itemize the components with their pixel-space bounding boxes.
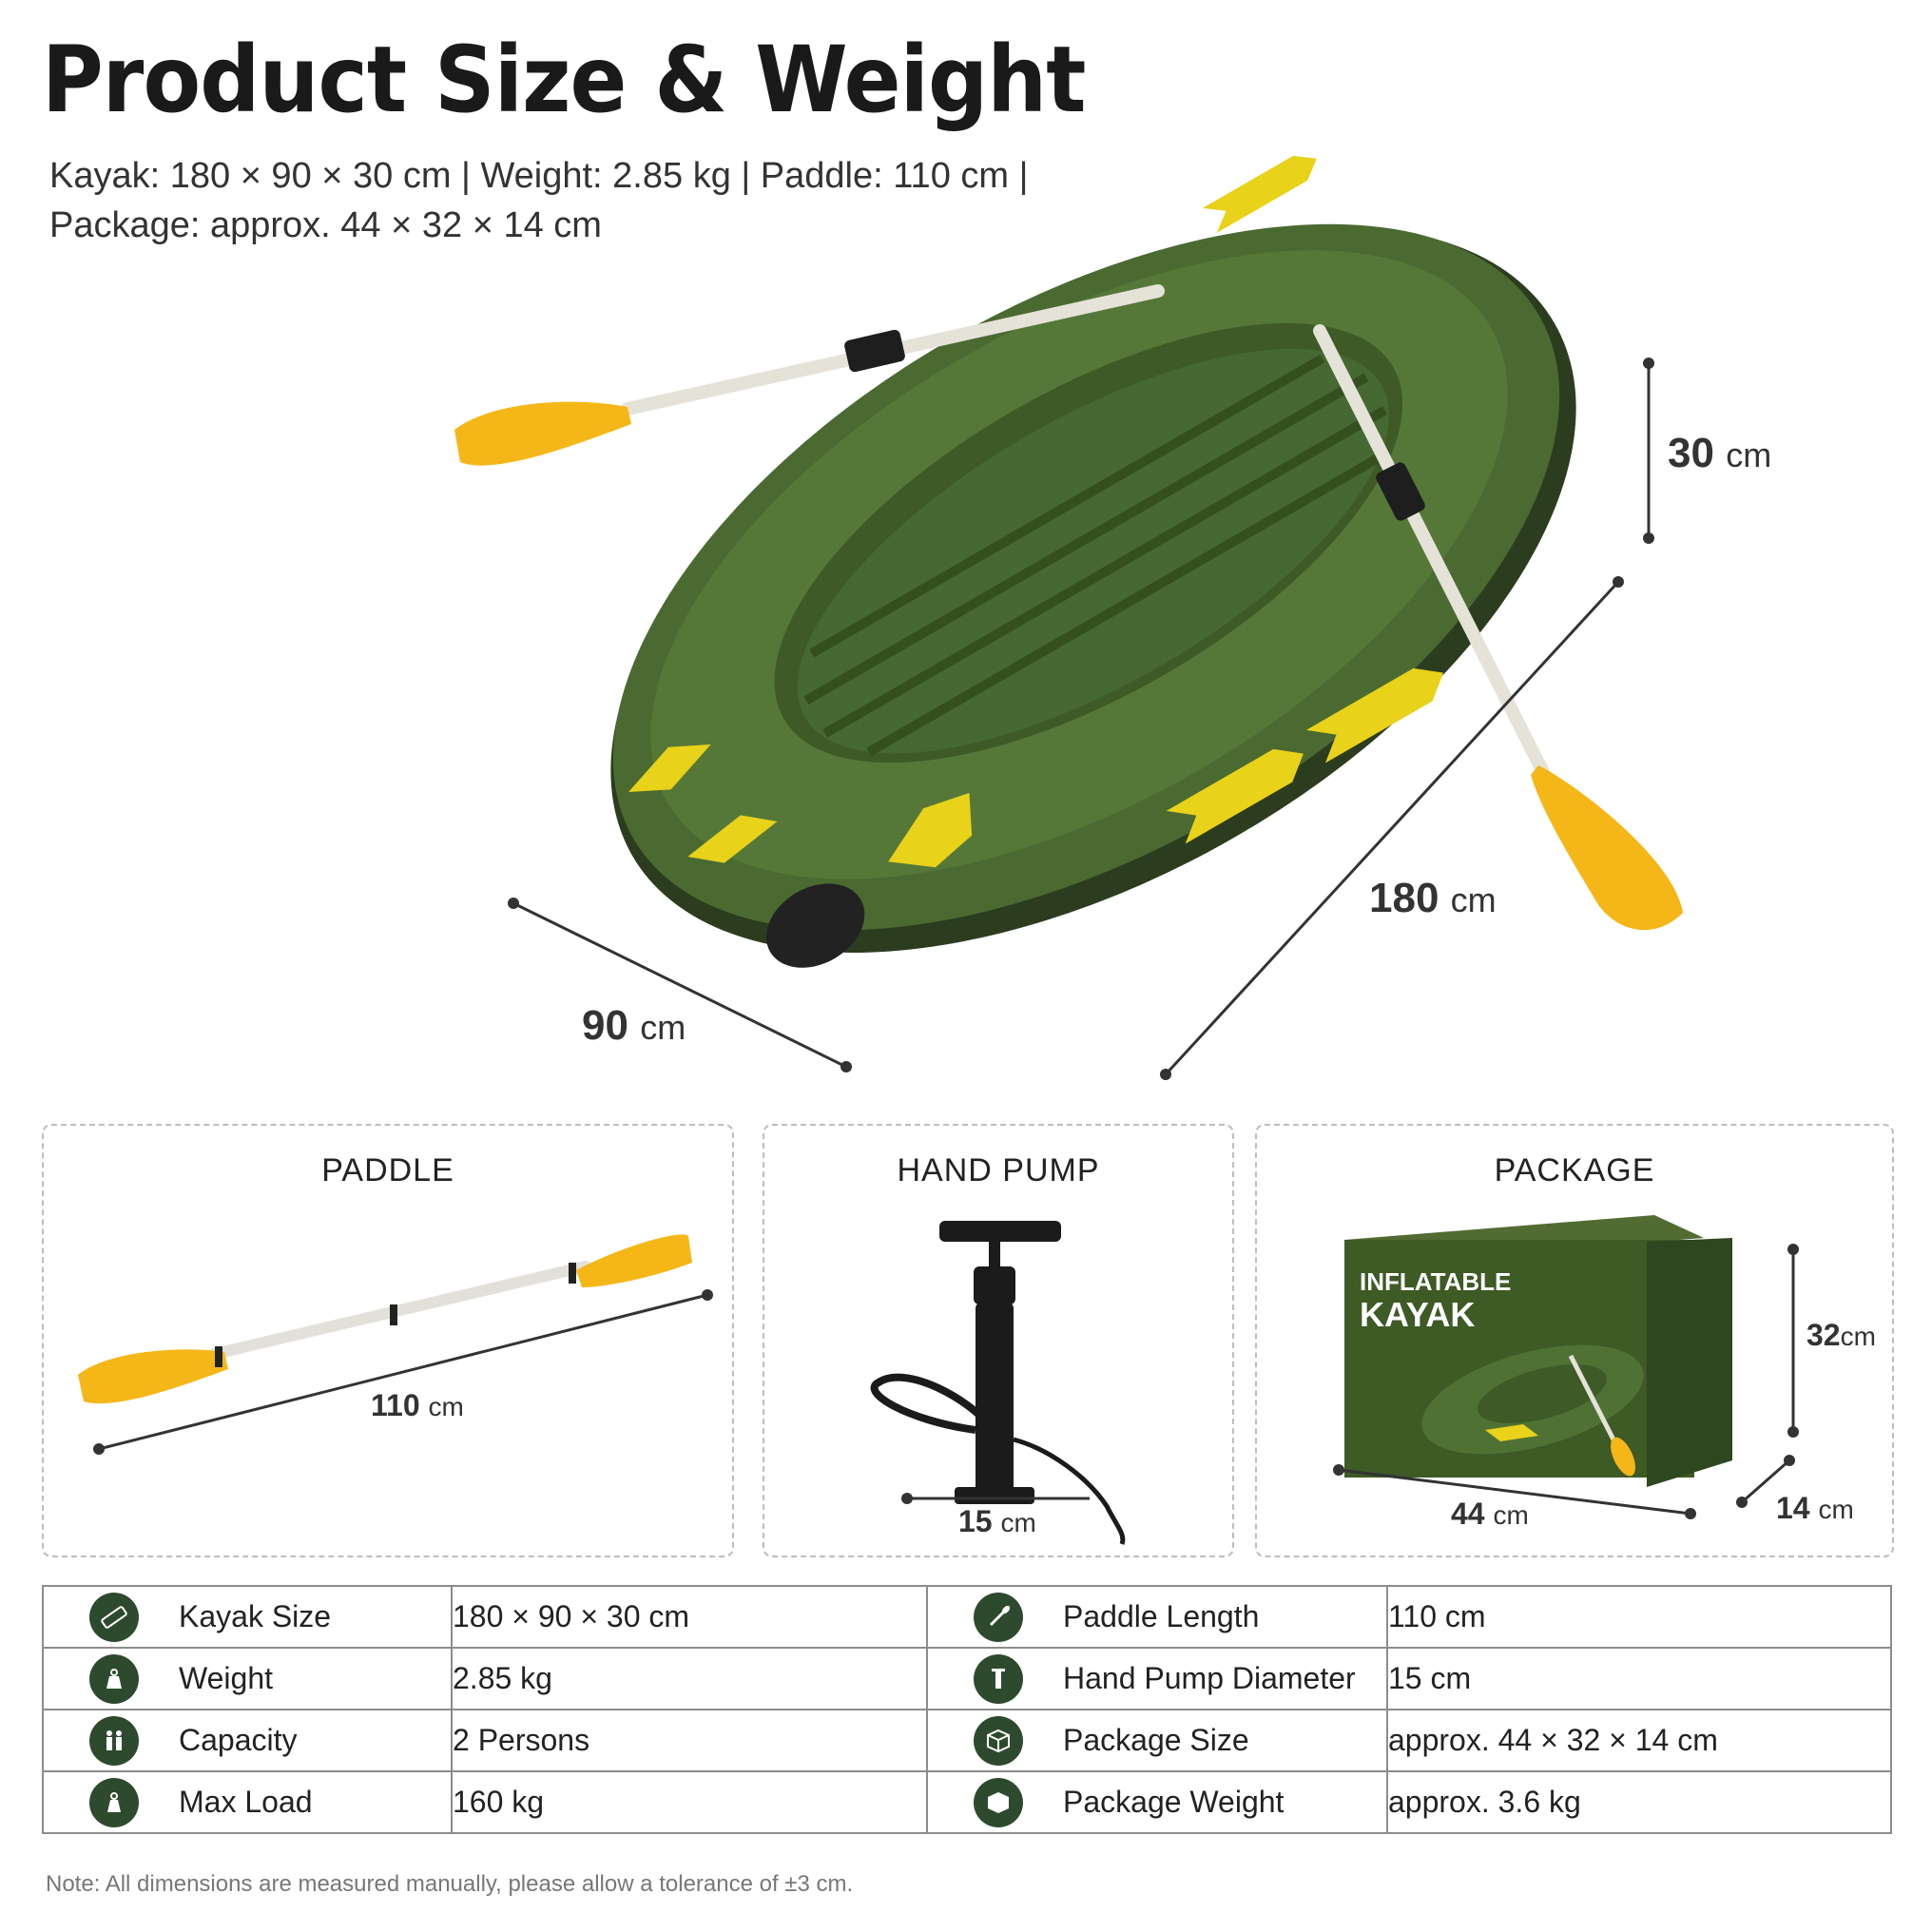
load-icon <box>89 1777 139 1827</box>
paddle-panel: PADDLE 110 cm <box>42 1124 734 1557</box>
spec-value: 15 cm <box>1386 1647 1892 1710</box>
spec-label: Paddle Length <box>1063 1599 1260 1633</box>
spec-label-cell: Kayak Size <box>42 1585 453 1649</box>
package-panel: PACKAGE INFLATABLE KAYAK 32cm 44 cm 14 c… <box>1255 1124 1894 1557</box>
paddle-illustration <box>78 1234 713 1455</box>
hand-pump-dimension-label: 15 cm <box>958 1504 1036 1538</box>
package-width-label: 44 cm <box>1451 1497 1529 1531</box>
spec-label-cell: Capacity <box>42 1709 453 1772</box>
dimension-length-label: 180 cm <box>1369 875 1497 921</box>
spec-label: Hand Pump Diameter <box>1063 1661 1356 1695</box>
kayak-illustration <box>454 155 1683 1080</box>
spec-value: approx. 44 × 32 × 14 cm <box>1386 1709 1892 1772</box>
spec-label-cell: Package Size <box>926 1709 1388 1772</box>
tolerance-note: Note: All dimensions are measured manual… <box>46 1871 854 1897</box>
spec-label-cell: Weight <box>42 1647 453 1710</box>
hand-pump-illustration <box>870 1221 1126 1545</box>
spec-row: Kayak Size 180 × 90 × 30 cm Paddle Length 1… <box>42 1585 1892 1649</box>
summary-line-1: Kayak: 180 × 90 × 30 cm | Weight: 2.85 k… <box>49 156 1029 196</box>
weight-icon <box>89 1653 139 1704</box>
kayak-oar-right <box>1313 324 1683 931</box>
kayak-oar-left <box>454 284 1165 466</box>
spec-label: Package Size <box>1063 1723 1249 1757</box>
spec-label: Kayak Size <box>179 1599 332 1633</box>
specs-table: Kayak Size 180 × 90 × 30 cm Paddle Length 1… <box>42 1585 1892 1834</box>
box-icon <box>974 1715 1023 1766</box>
package-height-label: 32cm <box>1806 1318 1876 1352</box>
page-title: Product Size & Weight <box>42 27 1086 133</box>
package-weight-icon <box>974 1777 1023 1827</box>
ruler-icon <box>89 1592 139 1642</box>
spec-label-cell: Max Load <box>42 1770 453 1834</box>
paddle-panel-title: PADDLE <box>321 1152 454 1188</box>
spec-label: Capacity <box>179 1723 298 1757</box>
package-panel-title: PACKAGE <box>1494 1152 1655 1188</box>
kayak-boat <box>610 155 1576 968</box>
package-box-text: INFLATABLE KAYAK <box>1360 1267 1512 1334</box>
spec-label-cell: Paddle Length <box>926 1585 1388 1649</box>
pump-icon <box>974 1653 1023 1704</box>
spec-row: Capacity 2 Persons Package Size approx. 44 … <box>42 1709 1892 1772</box>
spec-value: 2 Persons <box>451 1709 928 1772</box>
dimension-width-label: 90 cm <box>582 1002 686 1049</box>
spec-label: Max Load <box>179 1785 313 1819</box>
spec-label-cell: Package Weight <box>926 1770 1388 1834</box>
dimension-height-label: 30 cm <box>1668 430 1772 476</box>
package-box-illustration <box>1333 1215 1799 1519</box>
spec-value: approx. 3.6 kg <box>1386 1770 1892 1834</box>
paddle-icon <box>974 1592 1023 1642</box>
dimension-lines <box>508 357 1654 1080</box>
spec-row: Max Load 160 kg Package Weight approx. 3.6 … <box>42 1770 1892 1834</box>
spec-value: 2.85 kg <box>451 1647 928 1710</box>
spec-value: 160 kg <box>451 1770 928 1834</box>
spec-value: 180 × 90 × 30 cm <box>451 1585 928 1649</box>
hand-pump-panel: HAND PUMP 15 cm <box>763 1124 1234 1557</box>
package-depth-label: 14 cm <box>1776 1491 1854 1525</box>
paddle-dimension-label: 110 cm <box>371 1388 464 1422</box>
summary-line-2: Package: approx. 44 × 32 × 14 cm <box>49 205 602 245</box>
spec-row: Weight 2.85 kg Hand Pump Diameter 15 cm <box>42 1647 1892 1710</box>
people-icon <box>89 1715 139 1766</box>
spec-label: Weight <box>179 1661 274 1695</box>
spec-value: 110 cm <box>1386 1585 1892 1649</box>
spec-label-cell: Hand Pump Diameter <box>926 1647 1388 1710</box>
spec-label: Package Weight <box>1063 1785 1285 1819</box>
hand-pump-panel-title: HAND PUMP <box>897 1152 1100 1188</box>
